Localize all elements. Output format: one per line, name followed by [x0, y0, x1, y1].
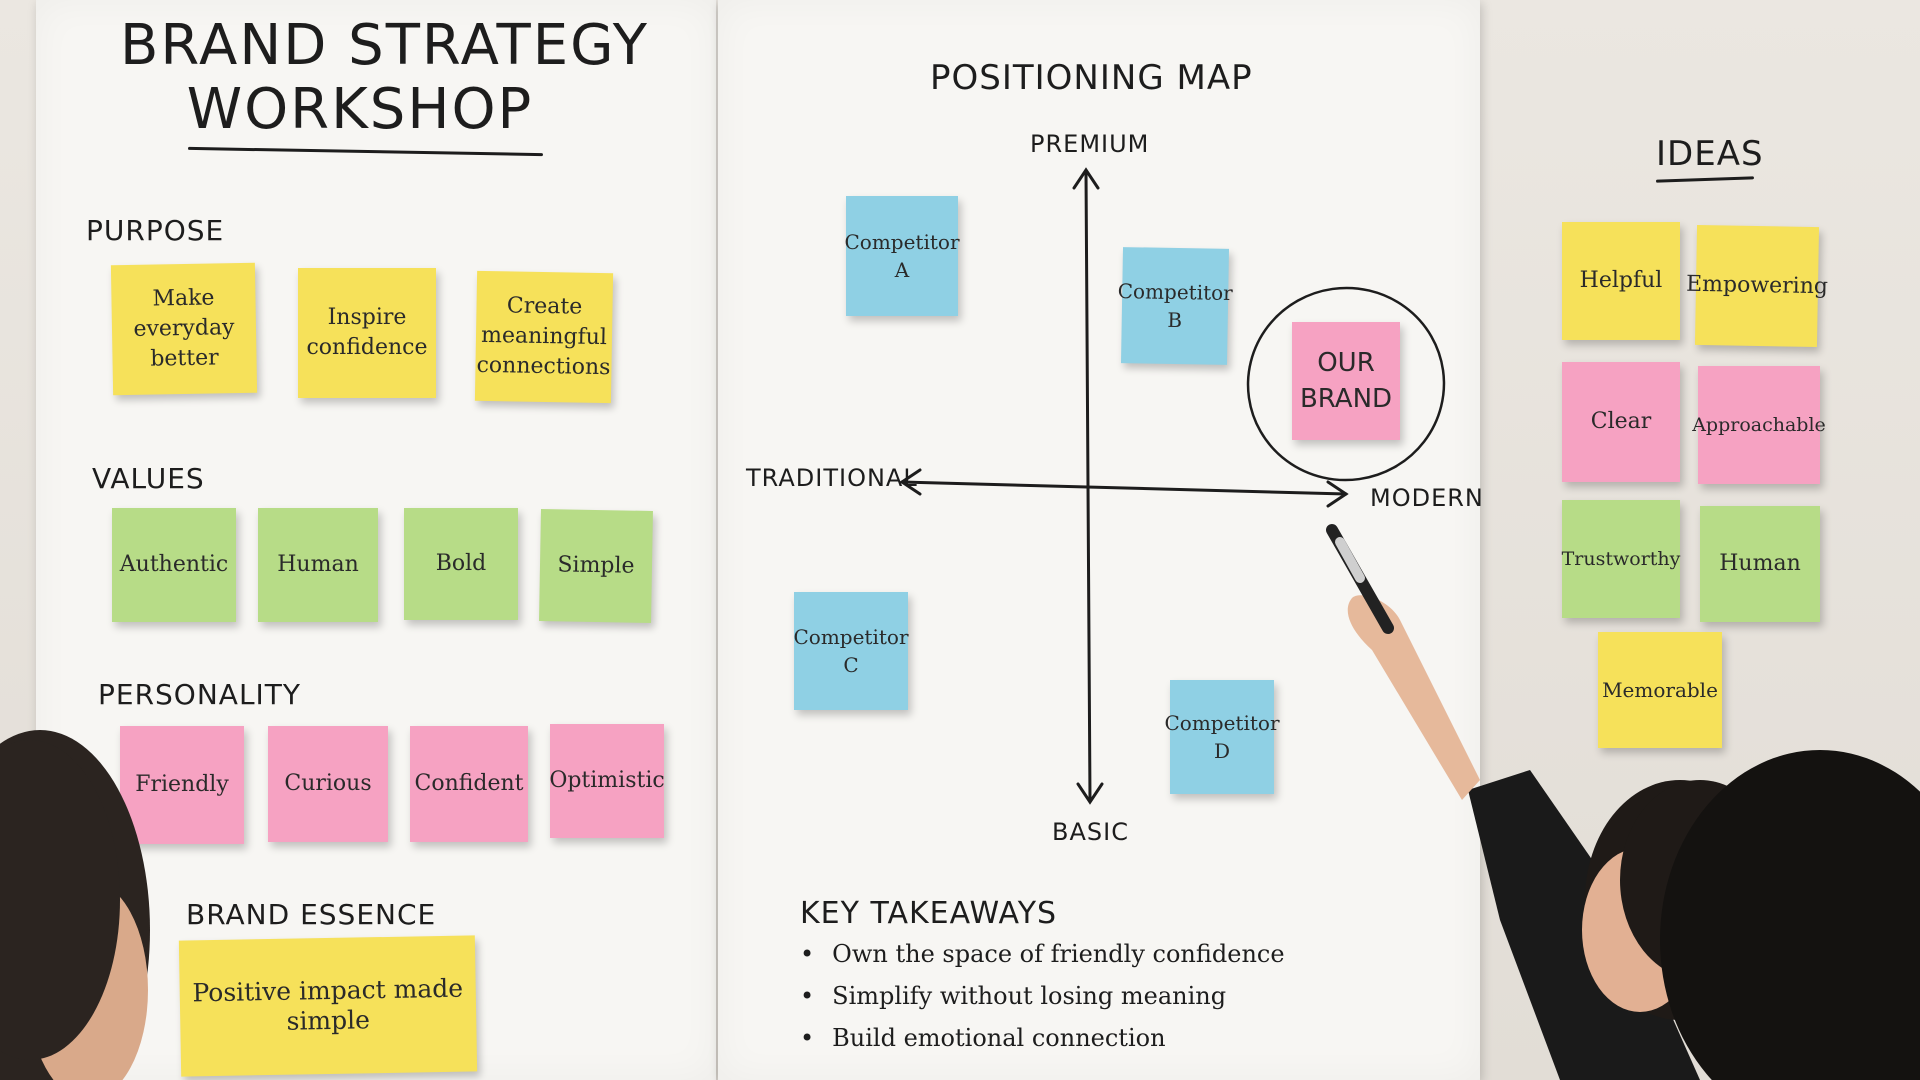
competitor-name: Competitor	[793, 625, 909, 649]
axis-label-left: Traditional	[746, 464, 918, 492]
idea-note: Memorable	[1598, 632, 1722, 748]
key-takeaways-heading: Key Takeaways	[800, 896, 1058, 931]
value-note: Human	[258, 508, 378, 622]
competitor-name: Competitor	[1164, 711, 1280, 735]
idea-note: Approachable	[1692, 366, 1826, 484]
takeaway-item: Simplify without losing meaning	[800, 982, 1285, 1010]
key-takeaways-list: Own the space of friendly confidence Sim…	[800, 940, 1285, 1066]
axis-label-bottom: Basic	[1052, 818, 1129, 846]
ideas-heading: Ideas	[1656, 134, 1764, 174]
purpose-note: Inspire confidence	[298, 268, 436, 398]
positioning-map-heading: Positioning Map	[930, 58, 1253, 98]
competitor-a-note: Competitor A	[844, 196, 960, 316]
personality-note: Friendly	[120, 726, 244, 844]
takeaway-item: Build emotional connection	[800, 1024, 1285, 1052]
value-note: Authentic	[112, 508, 236, 622]
purpose-heading: Purpose	[86, 214, 225, 247]
person-right	[1660, 750, 1920, 1080]
workshop-title-line2: Workshop	[186, 77, 534, 142]
person-left	[0, 730, 150, 1080]
idea-note: Human	[1700, 506, 1820, 622]
workshop-title: Brand Strategy Workshop	[120, 13, 649, 142]
competitor-letter: C	[843, 653, 859, 677]
competitor-letter: D	[1213, 739, 1231, 763]
our-brand-line2: Brand	[1299, 384, 1393, 414]
our-brand-circle	[1246, 286, 1446, 482]
idea-note: Clear	[1562, 362, 1680, 482]
vertical-axis-arrow-up	[1072, 167, 1100, 190]
personality-note: Curious	[268, 726, 388, 842]
takeaway-item: Own the space of friendly confidence	[800, 940, 1284, 968]
vertical-axis-arrow-down	[1076, 782, 1104, 805]
personality-note: Confident	[410, 726, 528, 842]
personality-heading: Personality	[98, 678, 302, 711]
competitor-d-note: Competitor D	[1164, 680, 1280, 794]
idea-note: Trustworthy	[1562, 500, 1680, 618]
our-brand-line1: Our	[1317, 348, 1375, 378]
brand-essence-heading: Brand Essence	[186, 898, 437, 931]
workshop-title-line1: Brand Strategy	[120, 13, 649, 78]
values-heading: Values	[92, 462, 205, 495]
competitor-letter: A	[894, 258, 910, 282]
our-brand-note: Our Brand	[1292, 322, 1400, 440]
competitor-name: Competitor	[844, 230, 960, 254]
competitor-c-note: Competitor C	[793, 592, 909, 710]
idea-note: Helpful	[1562, 222, 1680, 340]
value-note: Bold	[404, 508, 518, 620]
horizontal-axis-arrow-left	[899, 468, 922, 496]
axis-label-right: Modern	[1370, 484, 1484, 512]
personality-note: Optimistic	[549, 724, 665, 838]
axis-label-top: Premium	[1030, 130, 1150, 158]
horizontal-axis-line	[900, 480, 1348, 496]
center-paper-sheet	[718, 0, 1480, 1080]
horizontal-axis-arrow-right	[1326, 480, 1349, 508]
